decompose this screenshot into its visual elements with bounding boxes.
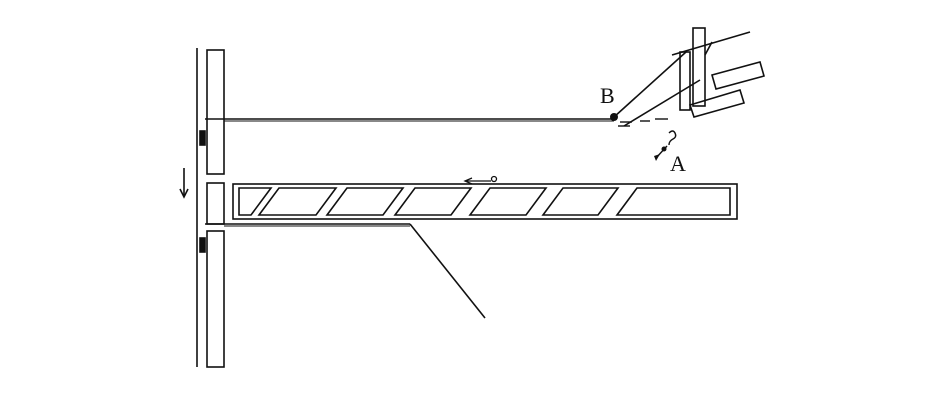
horizontal-truss-frame	[232, 183, 738, 220]
lower-slanted-line	[409, 223, 486, 319]
slanted-line-2	[623, 79, 701, 127]
upper-right-post-1	[692, 27, 706, 107]
truss-panel-3	[325, 187, 405, 216]
truss-panel-7	[615, 187, 731, 216]
truss-panels	[238, 187, 731, 216]
upper-right-brace-2	[704, 41, 713, 56]
upper-right-post-2	[679, 51, 691, 111]
arrow-down-icon	[179, 168, 189, 199]
truss-panel-2	[257, 187, 338, 216]
truss-panel-1	[238, 187, 273, 216]
figure-near-a	[654, 130, 677, 161]
upper-clamp-block	[199, 130, 206, 146]
upper-right-bar-2	[688, 89, 746, 118]
upper-right-bar-1	[711, 61, 765, 90]
column-middle-segment	[206, 182, 225, 225]
label-b: B	[600, 83, 615, 108]
truss-panel-5	[468, 187, 548, 216]
column-upper-segment	[206, 49, 225, 175]
lower-clamp-block	[199, 237, 206, 253]
column-lower-segment	[206, 230, 225, 368]
truss-panel-4	[393, 187, 473, 216]
arrow-left-icon	[463, 175, 498, 185]
slanted-line-1	[613, 51, 687, 118]
truss-panel-6	[541, 187, 620, 216]
label-a: A	[670, 151, 686, 176]
